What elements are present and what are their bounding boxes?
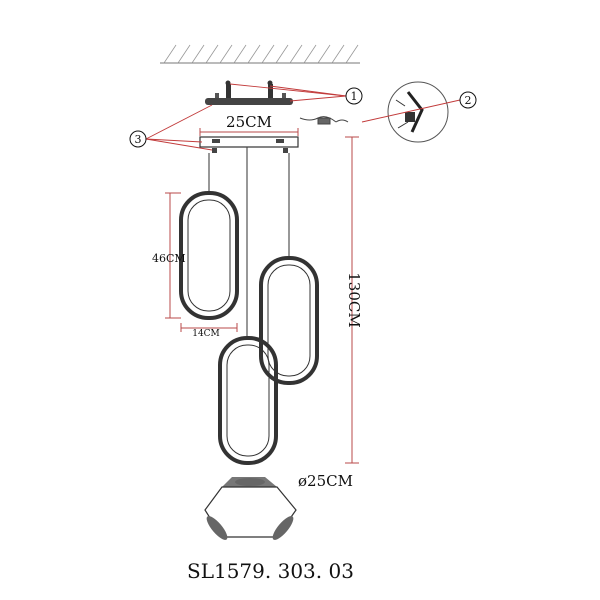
dimension-total-height: 130CM [345,136,363,464]
callout-2-number: 2 [465,94,472,107]
pendant-ring-center [218,336,278,465]
dimension-ring-width: 14CM [180,323,238,339]
mounting-plate [205,80,293,105]
ring-height-label: 46CM [152,252,186,265]
ceiling-hatch [160,44,360,64]
pendant-ring-right [259,256,319,385]
width-label: 25CM [226,113,272,131]
ring-width-label: 14CM [192,329,220,339]
model-code: SL1579. 303. 03 [187,559,354,583]
total-height-label: 130CM [345,272,363,327]
suspension-cables [208,147,290,338]
dimension-base-diameter: ø25CM [298,472,353,490]
dimension-width: 25CM [199,113,299,136]
dimension-ring-height: 46CM [152,192,186,319]
wire-connector [299,116,349,125]
callout-2: 2 [361,91,477,123]
callout-3: 3 [129,104,213,151]
callout-1: 1 [229,83,363,105]
detail-view-circle [387,81,449,143]
callout-3-number: 3 [135,133,142,146]
base-diameter-label: ø25CM [298,472,353,490]
canopy [199,136,299,153]
bottom-view [204,477,297,540]
callout-1-number: 1 [351,90,358,103]
pendant-ring-left [179,191,239,320]
